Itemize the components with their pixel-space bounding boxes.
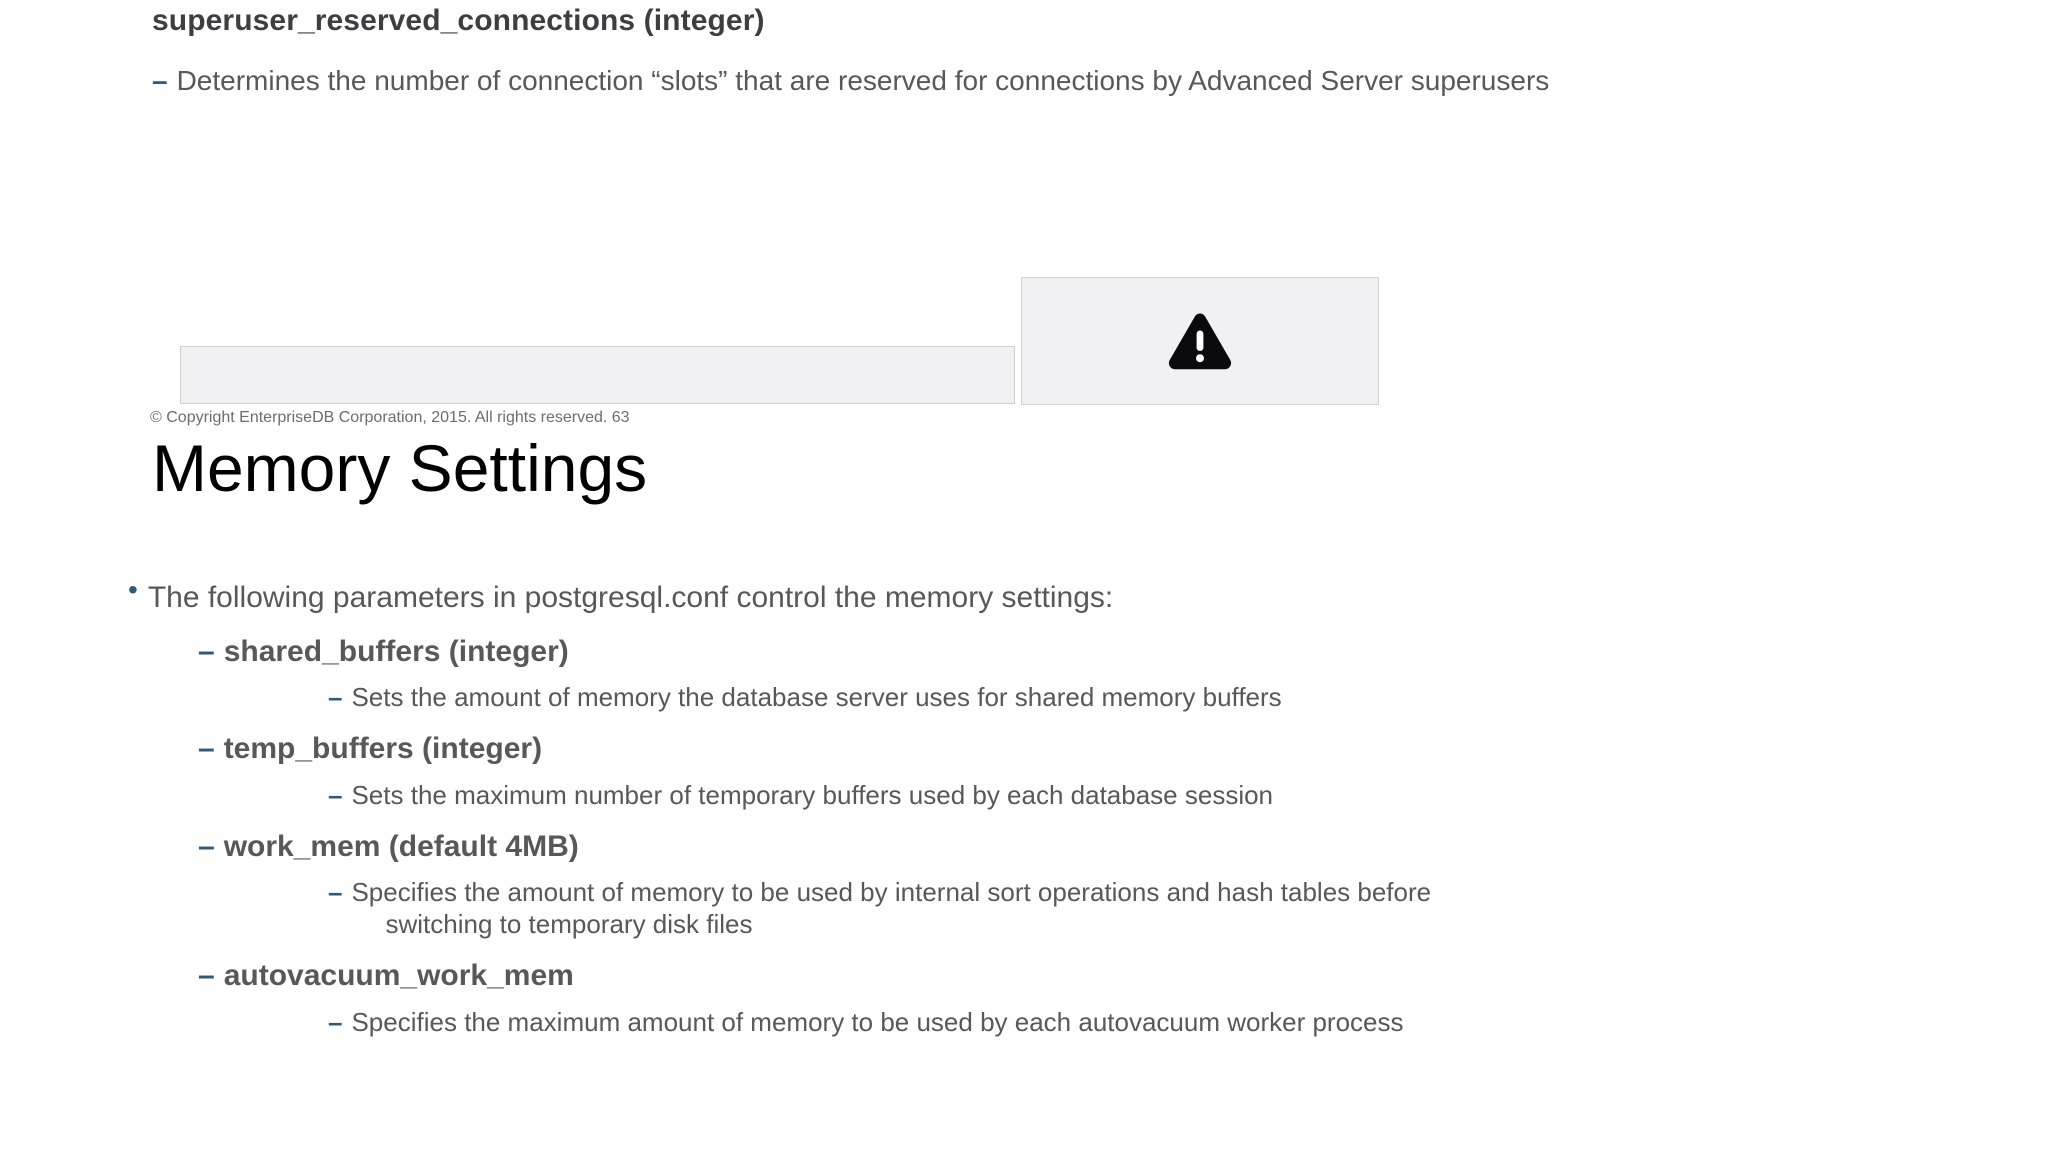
parameter-desc-text: Specifies the maximum amount of memory t…	[351, 1006, 1404, 1037]
parameter-desc-shared-buffers: – Sets the amount of memory the database…	[328, 682, 1978, 714]
dash-bullet-icon: –	[328, 682, 343, 713]
content-placeholder-wide[interactable]	[180, 346, 1015, 404]
parameter-name-shared-buffers: – shared_buffers (integer)	[198, 634, 1978, 671]
parameter-desc-work-mem: – Specifies the amount of memory to be u…	[328, 877, 1978, 941]
parameter-desc-text: Specifies the amount of memory to be use…	[351, 877, 1432, 908]
page-title: Memory Settings	[152, 431, 648, 505]
warning-triangle-icon	[1167, 311, 1233, 371]
memory-settings-list: • The following parameters in postgresql…	[128, 576, 1978, 1039]
parameter-desc-text-cont: switching to temporary disk files	[385, 909, 753, 940]
parameter-name-autovacuum-work-mem: – autovacuum_work_mem	[198, 958, 1978, 995]
parameter-desc-autovacuum-work-mem: – Specifies the maximum amount of memory…	[328, 1007, 1978, 1039]
parameter-name-work-mem: – work_mem (default 4MB)	[198, 829, 1978, 866]
parameter-description-row: – Determines the number of connection “s…	[152, 64, 1912, 99]
dash-bullet-icon: –	[328, 779, 343, 810]
round-bullet-icon: •	[128, 574, 138, 605]
parameter-label: work_mem (default 4MB)	[223, 829, 579, 863]
parameter-name-temp-buffers: – temp_buffers (integer)	[198, 731, 1978, 768]
dash-bullet-icon: –	[328, 877, 343, 908]
dash-bullet-icon: –	[198, 634, 215, 668]
content-placeholder-with-warning[interactable]	[1021, 277, 1379, 405]
parameter-heading: superuser_reserved_connections (integer)	[152, 4, 765, 37]
parameter-label: temp_buffers (integer)	[223, 732, 543, 766]
parameter-desc-text: Sets the maximum number of temporary buf…	[351, 779, 1274, 810]
slide-memory-settings: Memory Settings • The following paramete…	[0, 432, 2048, 1152]
parameter-label: shared_buffers (integer)	[223, 634, 569, 668]
parameter-desc-block: Specifies the amount of memory to be use…	[351, 877, 1431, 941]
intro-bullet: • The following parameters in postgresql…	[128, 576, 1978, 617]
parameter-label: autovacuum_work_mem	[223, 959, 574, 993]
dash-bullet-icon: –	[198, 732, 215, 766]
dash-bullet-icon: –	[198, 959, 215, 993]
dash-bullet-icon: –	[198, 829, 215, 863]
slide-superuser-reserved-connections: superuser_reserved_connections (integer)…	[0, 0, 2048, 440]
parameter-desc-temp-buffers: – Sets the maximum number of temporary b…	[328, 780, 1978, 812]
intro-text: The following parameters in postgresql.c…	[147, 581, 1114, 614]
copyright-footer: © Copyright EnterpriseDB Corporation, 20…	[150, 409, 630, 426]
dash-bullet-icon: –	[328, 1006, 343, 1037]
parameter-desc-text: Sets the amount of memory the database s…	[351, 682, 1282, 713]
parameter-description-text: Determines the number of connection “slo…	[176, 65, 1550, 96]
dash-bullet-icon: –	[152, 65, 168, 96]
